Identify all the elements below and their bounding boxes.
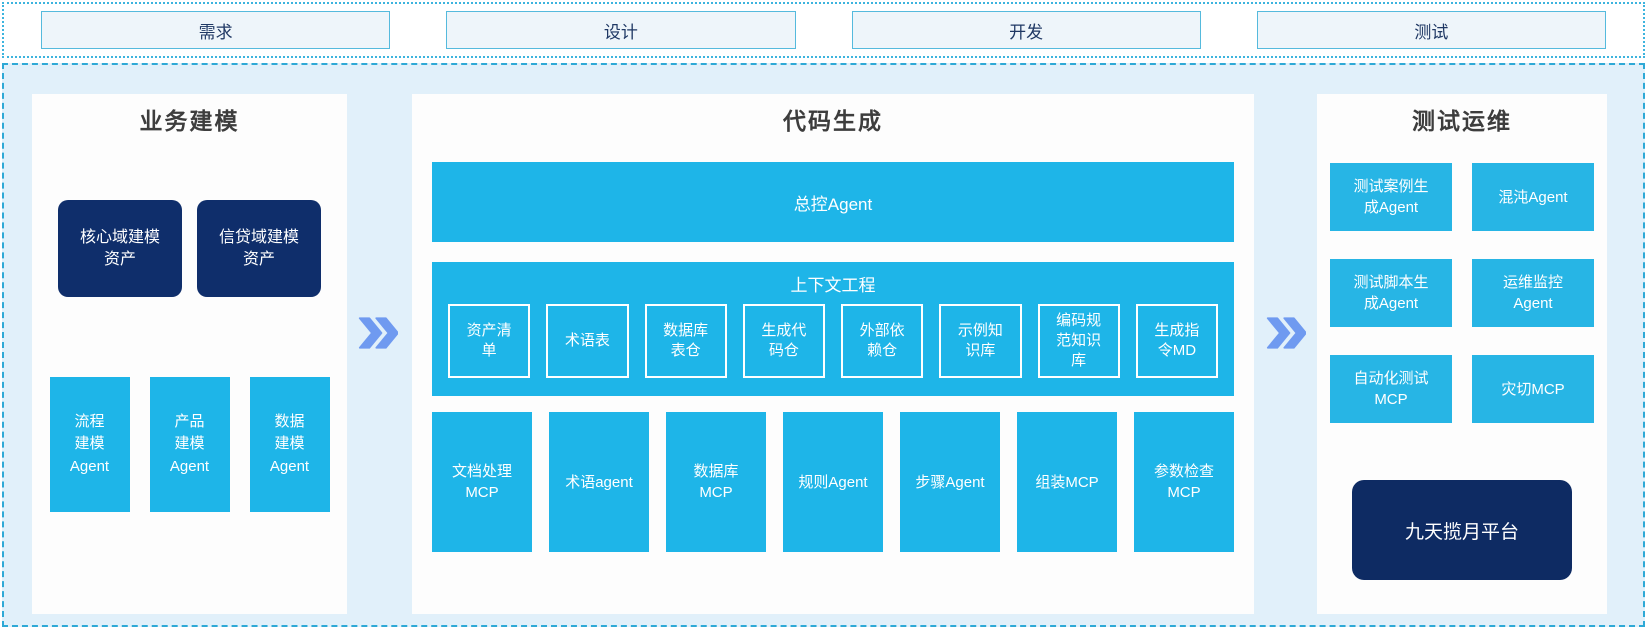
box-credit-domain-assets: 信贷域建模 资产 <box>197 200 321 297</box>
box-example-knowledge-base: 示例知 识库 <box>939 304 1022 378</box>
stage-requirements: 需求 <box>41 11 391 49</box>
box-terminology-agent: 术语agent <box>549 412 649 552</box>
box-product-modeling-agent: 产品 建模 Agent <box>149 377 230 512</box>
panel-test-operations: 测试运维 测试案例生 成Agent 混沌Agent 测试脚本生 成Agent 运… <box>1317 94 1607 614</box>
box-generation-instruction-md: 生成指 令MD <box>1135 304 1218 378</box>
mcp-agent-row: 文档处理 MCP 术语agent 数据库 MCP 规则Agent 步骤Agent… <box>432 412 1234 552</box>
box-data-modeling-agent: 数据 建模 Agent <box>249 377 330 512</box>
panel-test-operations-title: 测试运维 <box>1412 108 1512 134</box>
box-steps-agent: 步骤Agent <box>900 412 1000 552</box>
panel-code-generation-title: 代码生成 <box>783 108 883 134</box>
panel-business-modeling-title: 业务建模 <box>139 108 240 134</box>
box-document-processing-mcp: 文档处理 MCP <box>432 412 532 552</box>
ops-box-grid: 测试案例生 成Agent 混沌Agent 测试脚本生 成Agent 运维监控 A… <box>1317 163 1607 423</box>
panel-code-generation: 代码生成 总控Agent 上下文工程 资产清 单 术语表 数据库 表仓 生成代 … <box>412 94 1254 614</box>
double-chevron-right-icon <box>358 317 398 349</box>
box-external-dependency-repo: 外部依 赖仓 <box>841 304 924 378</box>
context-item-row: 资产清 单 术语表 数据库 表仓 生成代 码仓 外部依 赖仓 示例知 识库 编码… <box>448 304 1218 378</box>
modeling-asset-row: 核心域建模 资产 信贷域建模 资产 <box>32 200 347 297</box>
box-ops-monitoring-agent: 运维监控 Agent <box>1472 259 1594 327</box>
panel-business-modeling: 业务建模 核心域建模 资产 信贷域建模 资产 流程 建模 Agent 产品 建模… <box>32 94 347 614</box>
stage-design: 设计 <box>446 11 796 49</box>
box-rules-agent: 规则Agent <box>783 412 883 552</box>
stage-testing: 测试 <box>1256 11 1606 49</box>
modeling-agent-row: 流程 建模 Agent 产品 建模 Agent 数据 建模 Agent <box>32 377 347 512</box>
box-parameter-check-mcp: 参数检查 MCP <box>1134 412 1234 552</box>
box-assembly-mcp: 组装MCP <box>1017 412 1117 552</box>
box-glossary: 术语表 <box>546 304 629 378</box>
box-coding-standards-knowledge-base: 编码规 范知识 库 <box>1037 304 1120 378</box>
box-disaster-switch-mcp: 灾切MCP <box>1472 355 1594 423</box>
box-jiutian-lanyue-platform: 九天揽月平台 <box>1352 480 1572 580</box>
stage-development: 开发 <box>851 11 1201 49</box>
box-test-script-generation-agent: 测试脚本生 成Agent <box>1330 259 1452 327</box>
box-core-domain-assets: 核心域建模 资产 <box>58 200 182 297</box>
box-automated-test-mcp: 自动化测试 MCP <box>1330 355 1452 423</box>
box-chaos-agent: 混沌Agent <box>1472 163 1594 231</box>
box-database-mcp: 数据库 MCP <box>666 412 766 552</box>
box-process-modeling-agent: 流程 建模 Agent <box>49 377 130 512</box>
box-test-case-generation-agent: 测试案例生 成Agent <box>1330 163 1452 231</box>
main-band: 业务建模 核心域建模 资产 信贷域建模 资产 流程 建模 Agent 产品 建模… <box>2 63 1645 627</box>
box-database-table-repo: 数据库 表仓 <box>644 304 727 378</box>
context-engineering-section: 上下文工程 资产清 单 术语表 数据库 表仓 生成代 码仓 外部依 赖仓 示例知… <box>432 262 1234 396</box>
box-asset-list: 资产清 单 <box>448 304 531 378</box>
box-master-control-agent: 总控Agent <box>432 162 1234 242</box>
stage-band: 需求 设计 开发 测试 <box>2 2 1645 58</box>
context-engineering-title: 上下文工程 <box>790 276 876 295</box>
box-generated-code-repo: 生成代 码仓 <box>742 304 825 378</box>
double-chevron-right-icon <box>1266 317 1306 349</box>
